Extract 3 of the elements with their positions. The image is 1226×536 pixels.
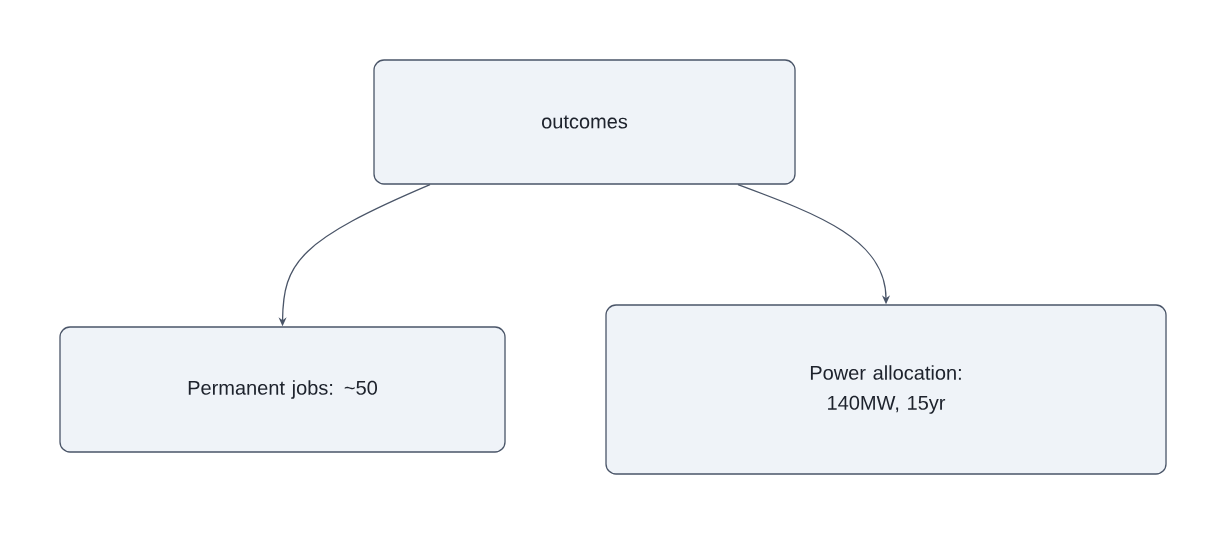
process-box: Permanent jobs: ~50 bbox=[59, 326, 506, 453]
process-box: outcomes bbox=[373, 59, 796, 185]
process-box: Power allocation: 140MW, 15yr bbox=[605, 304, 1167, 475]
